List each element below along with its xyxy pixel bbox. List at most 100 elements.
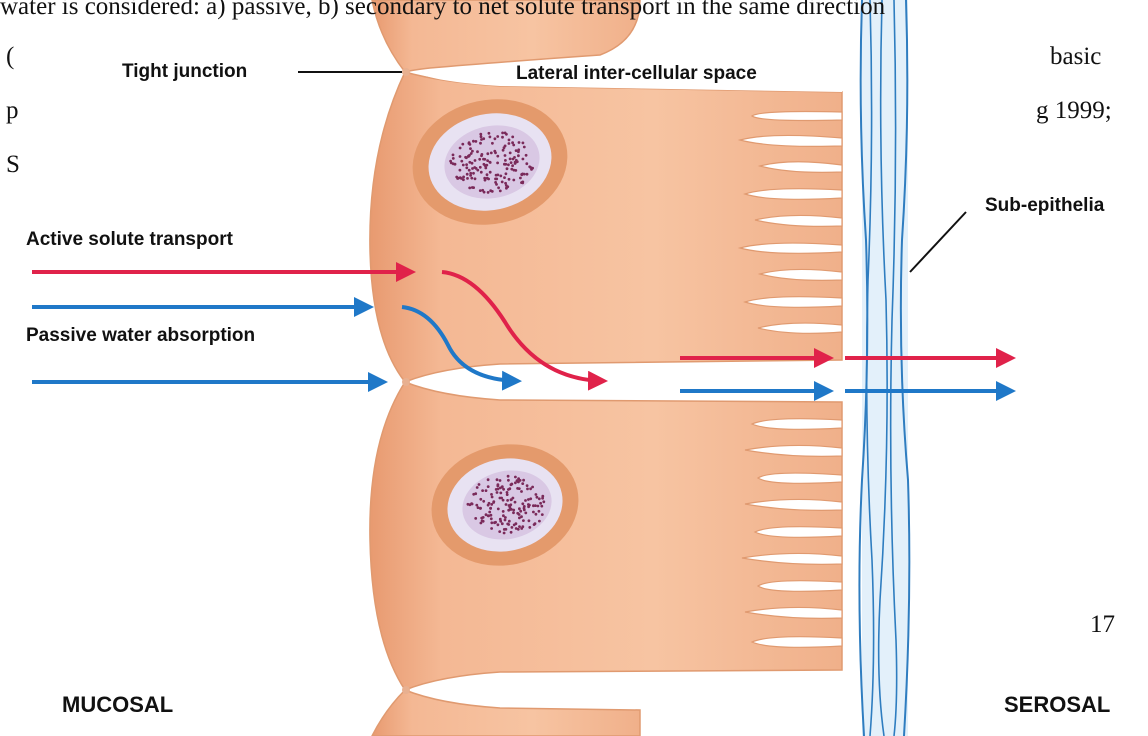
chromatin-dot <box>486 159 489 162</box>
chromatin-dot <box>526 484 529 487</box>
chromatin-dot <box>489 171 492 174</box>
chromatin-dot <box>526 488 529 491</box>
lateral-space-middle <box>420 362 842 400</box>
chromatin-dot <box>534 522 537 525</box>
chromatin-dot <box>515 149 518 152</box>
tight-junction-3 <box>402 686 410 694</box>
chromatin-dot <box>495 488 498 491</box>
page-number: 17 <box>1090 612 1115 637</box>
chromatin-dot <box>469 172 472 175</box>
chromatin-dot <box>496 478 499 481</box>
chromatin-dot <box>499 190 502 193</box>
chromatin-dot <box>474 517 477 520</box>
chromatin-dot <box>514 161 517 164</box>
chromatin-dot <box>501 522 504 525</box>
chromatin-dot <box>518 525 521 528</box>
chromatin-dot <box>496 162 499 165</box>
chromatin-dot <box>535 493 538 496</box>
chromatin-dot <box>480 135 483 138</box>
chromatin-dot <box>509 503 512 506</box>
chromatin-dot <box>465 163 468 166</box>
chromatin-dot <box>535 513 538 516</box>
chromatin-dot <box>496 135 499 138</box>
chromatin-dot <box>531 167 534 170</box>
chromatin-dot <box>487 514 490 517</box>
capillary-vessel <box>859 0 909 736</box>
chromatin-dot <box>477 506 480 509</box>
chromatin-dot <box>524 499 527 502</box>
chromatin-dot <box>522 142 525 145</box>
chromatin-dot <box>476 150 479 153</box>
chromatin-dot <box>475 140 478 143</box>
chromatin-dot <box>528 519 531 522</box>
chromatin-dot <box>538 520 541 523</box>
chromatin-dot <box>493 150 496 153</box>
chromatin-dot <box>496 155 499 158</box>
chromatin-dot <box>472 172 475 175</box>
chromatin-dot <box>527 505 530 508</box>
chromatin-dot <box>519 510 522 513</box>
chromatin-dot <box>520 490 523 493</box>
chromatin-dot <box>526 173 529 176</box>
chromatin-dot <box>502 149 505 152</box>
chromatin-dot <box>498 530 501 533</box>
chromatin-dot <box>490 493 493 496</box>
chromatin-dot <box>520 173 523 176</box>
doc-line-3-start: p <box>6 98 19 123</box>
chromatin-dot <box>510 531 513 534</box>
chromatin-dot <box>507 479 510 482</box>
chromatin-dot <box>487 478 490 481</box>
chromatin-dot <box>483 163 486 166</box>
chromatin-dot <box>466 173 469 176</box>
chromatin-dot <box>491 190 494 193</box>
chromatin-dot <box>479 507 482 510</box>
chromatin-dot <box>472 493 475 496</box>
chromatin-dot <box>489 507 492 510</box>
chromatin-dot <box>516 480 519 483</box>
chromatin-dot <box>459 155 462 158</box>
chromatin-dot <box>504 132 507 135</box>
chromatin-dot <box>506 491 509 494</box>
chromatin-dot <box>514 501 517 504</box>
chromatin-dot <box>480 517 483 520</box>
sub-epithelia-leader <box>910 212 966 272</box>
chromatin-dot <box>468 187 471 190</box>
chromatin-dot <box>501 132 504 135</box>
chromatin-dot <box>496 491 499 494</box>
chromatin-dot <box>532 504 535 507</box>
chromatin-dot <box>502 499 505 502</box>
mucosal-label: MUCOSAL <box>62 694 173 716</box>
chromatin-dot <box>512 511 515 514</box>
chromatin-dot <box>523 509 526 512</box>
chromatin-dot <box>459 169 462 172</box>
chromatin-dot <box>519 177 522 180</box>
chromatin-dot <box>528 165 531 168</box>
chromatin-dot <box>536 496 539 499</box>
chromatin-dot <box>514 476 517 479</box>
chromatin-dot <box>480 522 483 525</box>
chromatin-dot <box>482 158 485 161</box>
chromatin-dot <box>472 186 475 189</box>
chromatin-dot <box>450 162 453 165</box>
chromatin-dot <box>494 178 497 181</box>
chromatin-dot <box>486 152 489 155</box>
chromatin-dot <box>504 519 507 522</box>
chromatin-dot <box>503 176 506 179</box>
chromatin-dot <box>505 528 508 531</box>
chromatin-dot <box>456 177 459 180</box>
chromatin-dot <box>471 150 474 153</box>
chromatin-dot <box>495 183 498 186</box>
chromatin-dot <box>470 152 473 155</box>
chromatin-dot <box>476 486 479 489</box>
chromatin-dot <box>538 497 541 500</box>
serosal-label: SEROSAL <box>1004 694 1110 716</box>
tight-junction-1 <box>402 68 410 76</box>
chromatin-dot <box>452 157 455 160</box>
chromatin-dot <box>505 172 508 175</box>
chromatin-dot <box>499 492 502 495</box>
chromatin-dot <box>481 153 484 156</box>
chromatin-dot <box>499 518 502 521</box>
chromatin-dot <box>504 182 507 185</box>
tight-junction-label: Tight junction <box>122 62 247 81</box>
